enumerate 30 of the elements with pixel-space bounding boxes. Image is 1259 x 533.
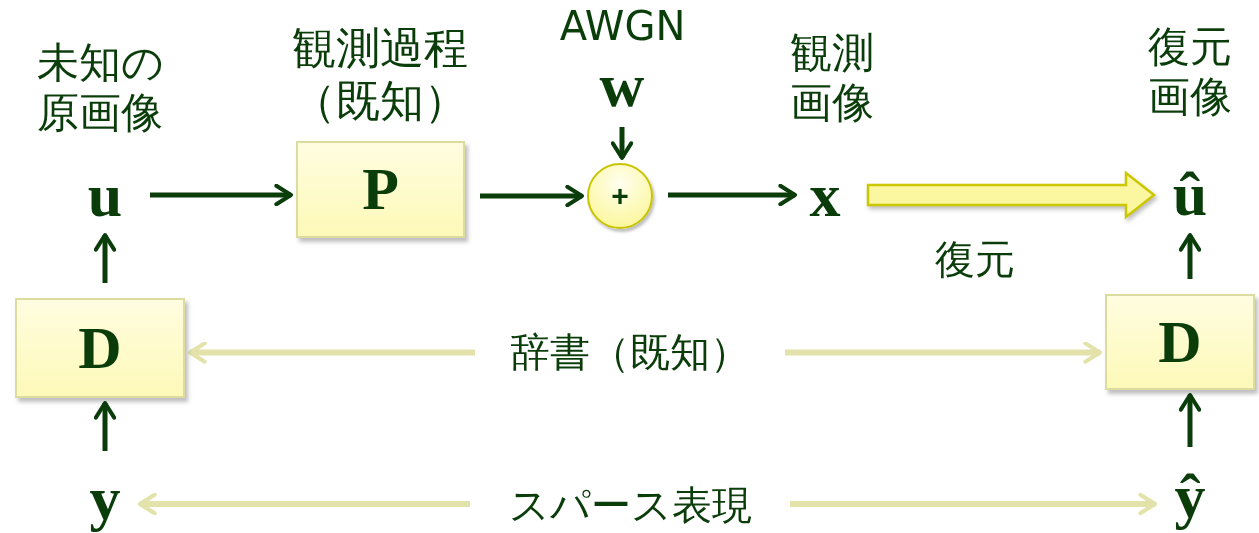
node-label: スパース表現 <box>485 478 775 533</box>
arrow <box>1178 393 1202 447</box>
caption-label: 観測画像 <box>789 28 875 129</box>
arrow <box>1178 233 1202 279</box>
arrow <box>188 341 475 364</box>
arrow <box>610 127 634 160</box>
process-box: D <box>15 298 185 398</box>
arrow <box>93 233 117 283</box>
block-arrow <box>866 170 1157 220</box>
arrow <box>480 184 584 208</box>
arrow <box>785 341 1102 364</box>
caption-label: 未知の原画像 <box>35 38 165 139</box>
caption-label: AWGN <box>558 2 687 50</box>
caption-label: 観測過程（既知） <box>291 22 469 128</box>
variable-label: u <box>75 160 135 230</box>
variable-label: û <box>1160 158 1220 230</box>
node-label: 辞書（既知） <box>490 325 770 380</box>
adder-circle: + <box>587 163 653 229</box>
variable-label: x <box>800 165 850 225</box>
variable-label: y <box>75 466 135 530</box>
arrow <box>150 183 293 207</box>
process-box: D <box>1105 294 1255 390</box>
caption-label: 復元画像 <box>1147 22 1233 123</box>
arrow <box>93 401 117 451</box>
arrow <box>668 183 797 207</box>
process-box: P <box>296 141 465 238</box>
variable-label: w <box>597 58 647 112</box>
variable-label: ŷ <box>1160 462 1220 530</box>
arrow <box>138 492 470 516</box>
arrow <box>790 492 1157 516</box>
